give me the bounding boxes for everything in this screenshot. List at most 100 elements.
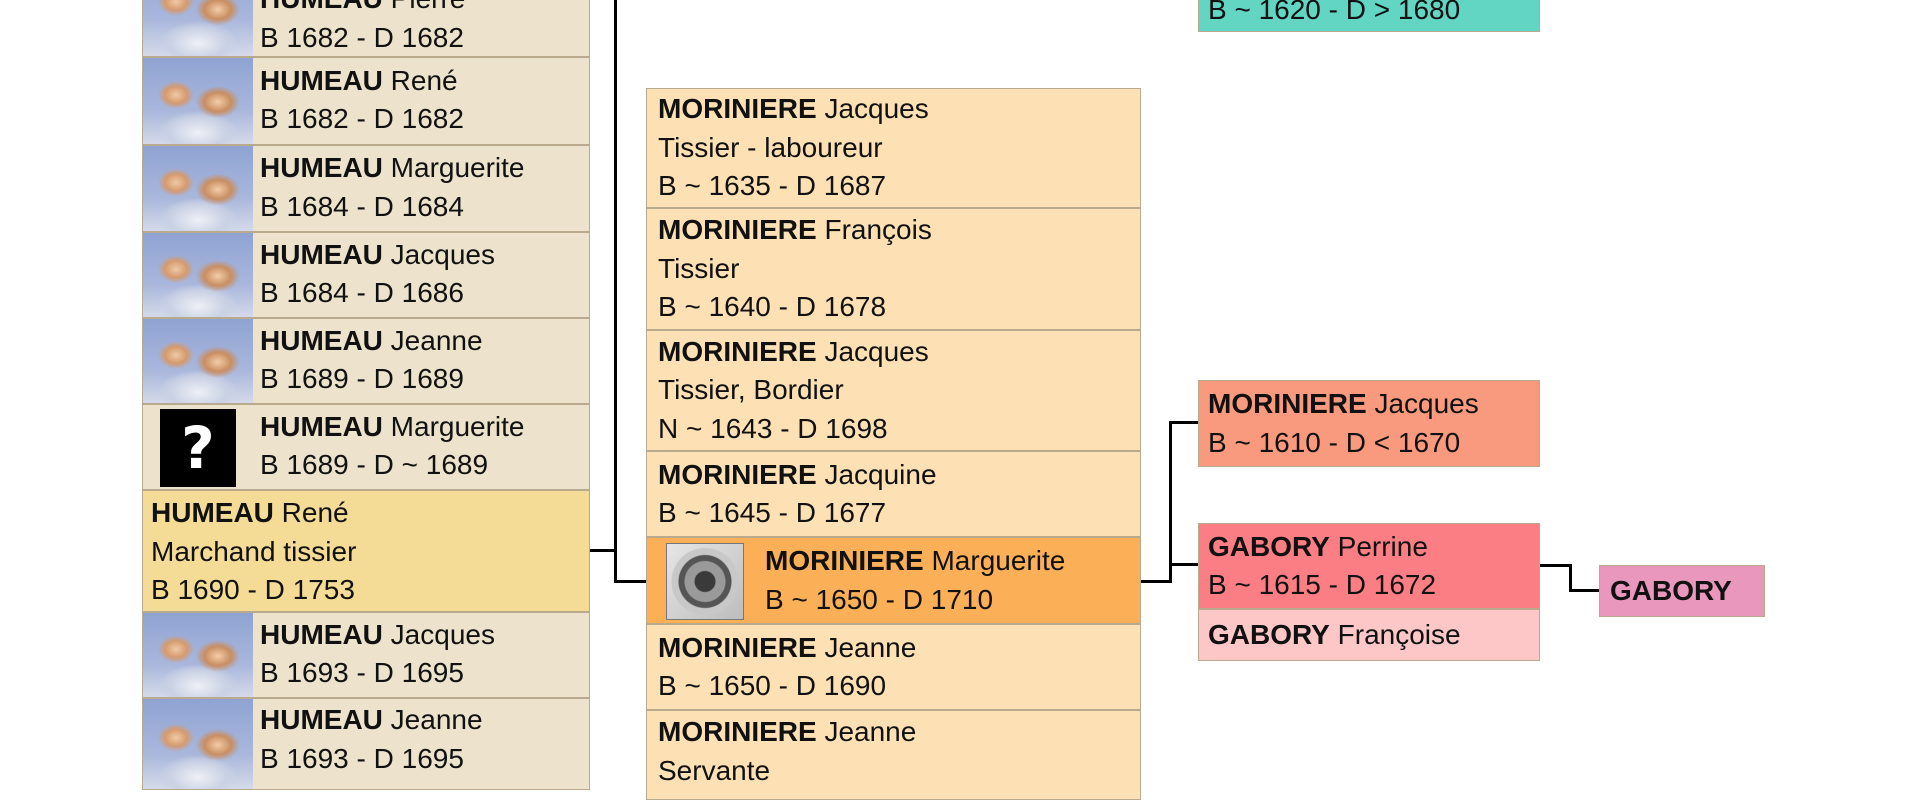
life-dates: B 1684 - D 1684 — [260, 190, 464, 222]
given-name: Jacques — [390, 238, 495, 270]
occupation: Tissier, Bordier — [658, 374, 844, 406]
surname: HUMEAU — [260, 152, 383, 183]
life-dates: B 1684 - D 1686 — [260, 277, 464, 308]
life-dates: N ~ 1643 - D 1698 — [658, 412, 888, 444]
given-name: René — [281, 497, 349, 529]
grandparent-card[interactable]: GABORY Françoise — [1198, 609, 1540, 661]
life-dates: B 1693 - D 1695 — [260, 657, 464, 688]
parent-sibling-card[interactable]: MORINIERE Jacquine B ~ 1645 - D 1677 — [646, 451, 1141, 537]
cherub-image — [143, 146, 253, 231]
surname: HUMEAU — [151, 497, 274, 529]
connector-line — [1569, 564, 1572, 592]
person-text: HUMEAU PierreB 1682 - D 1682 — [260, 0, 465, 56]
given-name: Marguerite — [390, 410, 525, 442]
portrait-engraving — [666, 543, 744, 620]
name-line: HUMEAU Jeanne — [260, 701, 483, 740]
surname: HUMEAU — [260, 704, 383, 735]
occupation: Servante — [658, 754, 771, 786]
life-dates: B ~ 1615 - D 1672 — [1208, 569, 1437, 600]
life-dates: B 1682 - D 1682 — [260, 21, 464, 53]
name-line: HUMEAU René — [151, 494, 356, 533]
cherub-image — [143, 58, 253, 144]
surname: HUMEAU — [260, 324, 383, 356]
connector-line — [1169, 563, 1198, 566]
connector-line — [1169, 421, 1172, 583]
connector-line — [1569, 589, 1599, 592]
surname: MORINIERE — [1208, 388, 1367, 419]
surname: MORINIERE — [658, 716, 817, 747]
surname: GABORY — [1208, 618, 1330, 650]
life-dates: B ~ 1610 - D < 1670 — [1208, 426, 1461, 458]
cherub-image — [143, 613, 253, 697]
given-name: Jacques — [1374, 388, 1479, 419]
sibling-card[interactable]: HUMEAU PierreB 1682 - D 1682 — [142, 0, 590, 57]
given-name: Perrine — [1337, 530, 1428, 562]
grandparent-card[interactable]: B ~ 1620 - D > 1680 — [1198, 0, 1540, 32]
given-name: Jeanne — [390, 324, 483, 356]
person-text: GABORY Françoise — [1208, 616, 1461, 655]
connector-line — [1169, 421, 1198, 424]
life-dates: B 1690 - D 1753 — [151, 574, 355, 606]
name-line: GABORY Françoise — [1208, 616, 1461, 655]
connector-line — [614, 0, 617, 583]
occupation: Tissier - laboureur — [658, 131, 883, 163]
given-name: Jeanne — [824, 716, 917, 747]
sibling-card[interactable]: ? HUMEAU Marguerite B 1689 - D ~ 1689 — [142, 404, 590, 490]
surname: HUMEAU — [260, 410, 383, 442]
surname: MORINIERE — [765, 545, 924, 576]
given-name: Jacquine — [824, 458, 937, 490]
name-line: MORINIERE Jacques — [658, 90, 929, 129]
life-dates: B 1689 - D ~ 1689 — [260, 449, 489, 480]
given-name: Jacques — [824, 335, 929, 367]
name-line: HUMEAU Jacques — [260, 616, 495, 655]
person-text: HUMEAU Jeanne B 1689 - D 1689 — [260, 322, 483, 399]
cherub-image — [143, 0, 253, 56]
person-text: MORINIERE Jacques B ~ 1610 - D < 1670 — [1208, 385, 1479, 462]
life-dates: B 1693 - D 1695 — [260, 742, 464, 774]
cherub-image — [143, 699, 253, 789]
name-line: HUMEAU Marguerite — [260, 149, 525, 188]
name-line: HUMEAU René — [260, 62, 464, 101]
surname: GABORY — [1610, 575, 1732, 606]
occupation: Tissier — [658, 252, 740, 284]
surname: MORINIERE — [658, 214, 817, 246]
occupation: Marchand tissier — [151, 535, 357, 567]
name-line: MORINIERE Marguerite — [765, 542, 1065, 581]
life-dates: B 1689 - D 1689 — [260, 363, 464, 394]
question-mark-icon: ? — [160, 409, 236, 487]
person-text: MORINIERE Jacquine B ~ 1645 - D 1677 — [658, 456, 937, 533]
connector-line — [1141, 580, 1171, 583]
name-line: HUMEAU Jacques — [260, 236, 495, 275]
surname: MORINIERE — [658, 458, 817, 490]
life-dates: B ~ 1645 - D 1677 — [658, 497, 887, 528]
person-text: HUMEAU Marguerite B 1689 - D ~ 1689 — [260, 408, 525, 485]
given-name: Françoise — [1337, 618, 1461, 650]
great-grandparent-card[interactable]: GABORY — [1599, 565, 1765, 617]
sibling-card[interactable]: HUMEAU Jeanne B 1689 - D 1689 — [142, 318, 590, 404]
surname: HUMEAU — [260, 618, 383, 650]
grandparent-card[interactable]: MORINIERE Jacques B ~ 1610 - D < 1670 — [1198, 380, 1540, 467]
person-text: B ~ 1620 - D > 1680 — [1208, 0, 1460, 29]
given-name: Marguerite — [931, 545, 1066, 576]
